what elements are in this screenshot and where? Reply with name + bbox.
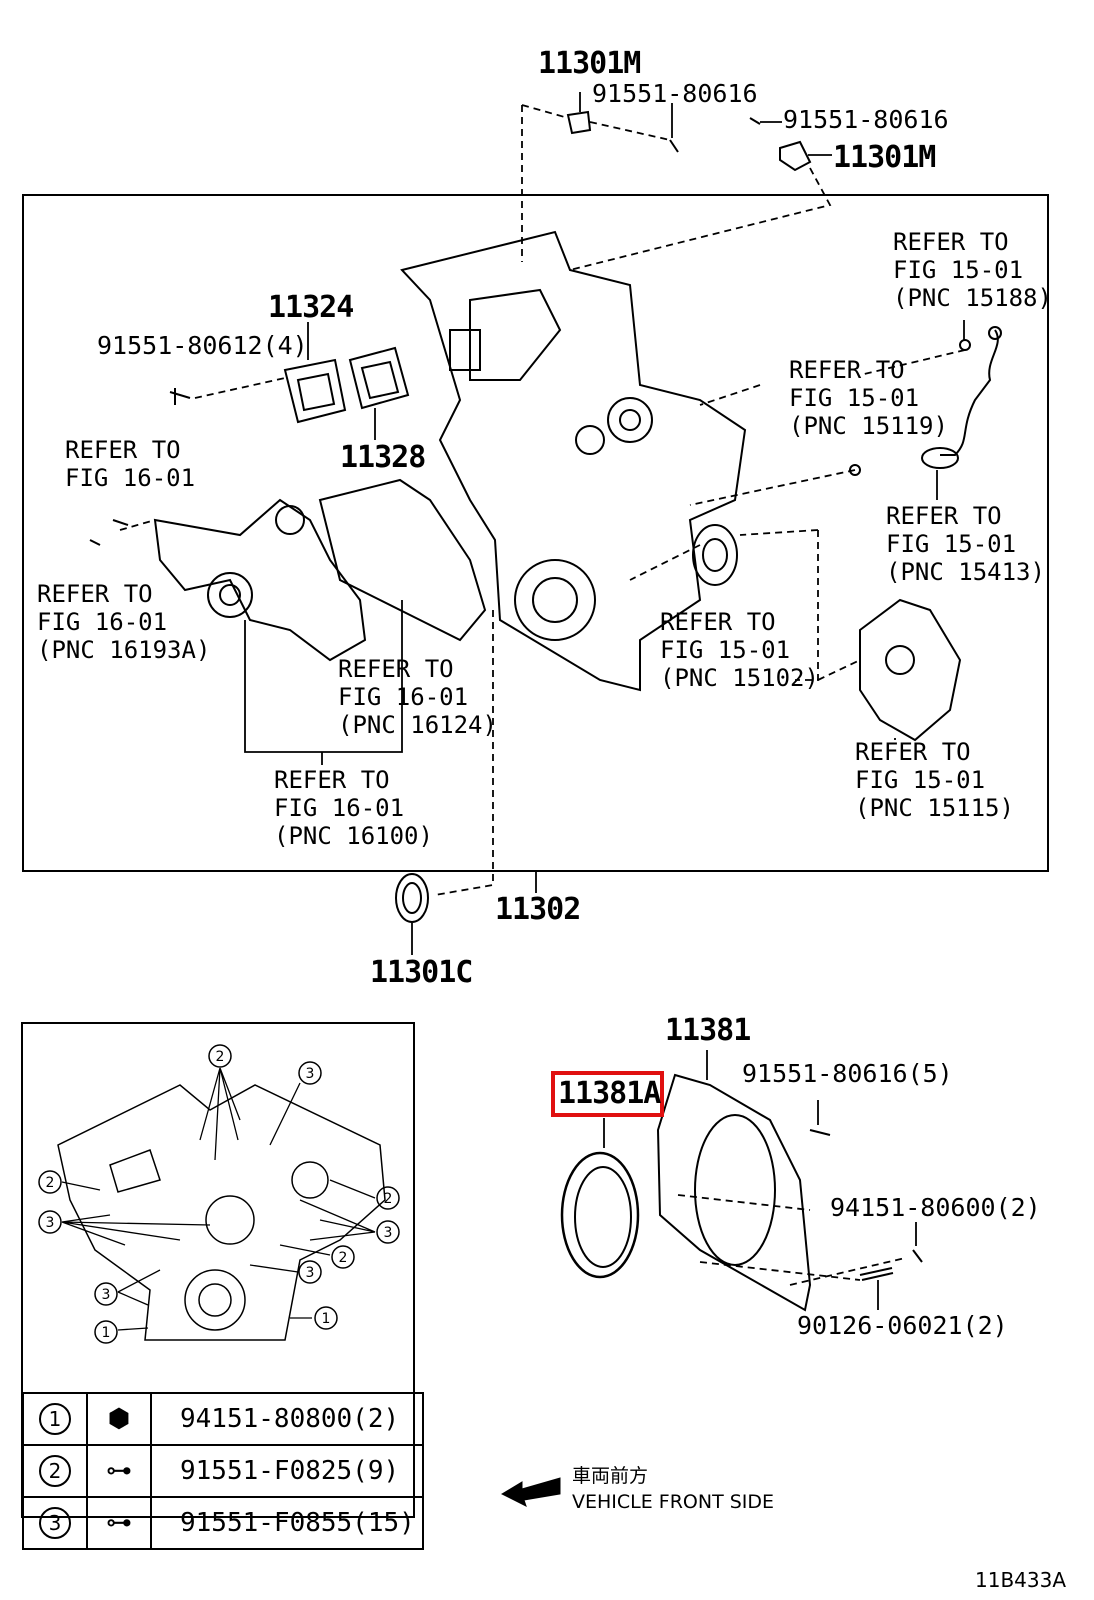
sensor-11301m-b bbox=[779, 140, 812, 172]
sensor-11301m-a bbox=[566, 110, 592, 135]
front-arrow-icon bbox=[500, 1477, 561, 1507]
svg-text:2: 2 bbox=[216, 1049, 225, 1065]
part-label-91551-80616-a[interactable]: 91551-80616 bbox=[592, 79, 758, 108]
part-label-11324[interactable]: 11324 bbox=[268, 290, 354, 325]
svg-text:3: 3 bbox=[306, 1066, 315, 1082]
retainer-11381 bbox=[656, 1073, 812, 1312]
svg-text:2: 2 bbox=[384, 1191, 393, 1207]
water-pump bbox=[153, 498, 367, 662]
svg-text:1: 1 bbox=[322, 1311, 331, 1327]
svg-text:3: 3 bbox=[102, 1287, 111, 1303]
figure-code: 11B433A bbox=[975, 1568, 1067, 1592]
svg-text:1: 1 bbox=[102, 1325, 111, 1341]
part-label-11301m-b[interactable]: 11301M bbox=[833, 140, 936, 175]
highlight-box bbox=[551, 1071, 664, 1117]
direction-en: VEHICLE FRONT SIDE bbox=[572, 1491, 775, 1513]
legend-number: 1 bbox=[39, 1403, 71, 1435]
svg-text:3: 3 bbox=[306, 1265, 315, 1281]
legend-row[interactable]: 3 ⊶ 91551-F0855(15) bbox=[22, 1496, 424, 1550]
bolt-91551-80612 bbox=[169, 388, 191, 405]
part-label-90126-06021[interactable]: 90126-06021(2) bbox=[797, 1311, 1008, 1340]
part-label-11301m-a[interactable]: 11301M bbox=[538, 46, 641, 81]
oil-tube bbox=[940, 329, 999, 456]
part-label-91551-80612[interactable]: 91551-80612(4) bbox=[97, 331, 308, 360]
part-label-11381a[interactable]: 11381A bbox=[558, 1076, 661, 1111]
legend-row[interactable]: 1 ⬢ 94151-80800(2) bbox=[22, 1392, 424, 1446]
part-label-91551-80616-b[interactable]: 91551-80616 bbox=[783, 105, 949, 134]
oil-seal-11381a bbox=[560, 1151, 640, 1279]
legend-row[interactable]: 2 ⊶ 91551-F0825(9) bbox=[22, 1444, 424, 1498]
part-label-11301c[interactable]: 11301C bbox=[370, 955, 473, 990]
legend-part: 91551-F0825(9) bbox=[150, 1444, 424, 1498]
gasket-11324 bbox=[283, 358, 347, 424]
oil-pump bbox=[859, 598, 962, 742]
svg-text:3: 3 bbox=[384, 1225, 393, 1241]
legend-part: 94151-80800(2) bbox=[150, 1392, 424, 1446]
bolt-icon: ⊶ bbox=[106, 1456, 132, 1486]
gasket-11328 bbox=[348, 346, 410, 410]
part-label-94151-80600[interactable]: 94151-80600(2) bbox=[830, 1193, 1041, 1222]
bolt-icon: ⊶ bbox=[106, 1508, 132, 1538]
inset-legend-table: 1 ⬢ 94151-80800(2) 2 ⊶ 91551-F0825(9) 3 … bbox=[22, 1392, 424, 1550]
oil-pump-rotor bbox=[692, 524, 738, 586]
main-assembly-frame bbox=[22, 194, 1049, 872]
svg-text:3: 3 bbox=[46, 1215, 55, 1231]
part-label-11302[interactable]: 11302 bbox=[495, 892, 581, 927]
nut-icon: ⬢ bbox=[107, 1404, 131, 1434]
oil-seal-11301c bbox=[395, 873, 429, 923]
part-label-11328[interactable]: 11328 bbox=[340, 440, 426, 475]
part-label-91551-80616-5[interactable]: 91551-80616(5) bbox=[742, 1059, 953, 1088]
legend-number: 2 bbox=[39, 1455, 71, 1487]
legend-part: 91551-F0855(15) bbox=[150, 1496, 424, 1550]
part-label-11381[interactable]: 11381 bbox=[665, 1013, 751, 1048]
svg-text:2: 2 bbox=[339, 1250, 348, 1266]
water-pump-gasket bbox=[318, 478, 487, 642]
timing-cover bbox=[400, 230, 747, 692]
legend-number: 3 bbox=[39, 1507, 71, 1539]
svg-text:2: 2 bbox=[46, 1175, 55, 1191]
direction-jp: 車両前方 bbox=[572, 1465, 649, 1487]
